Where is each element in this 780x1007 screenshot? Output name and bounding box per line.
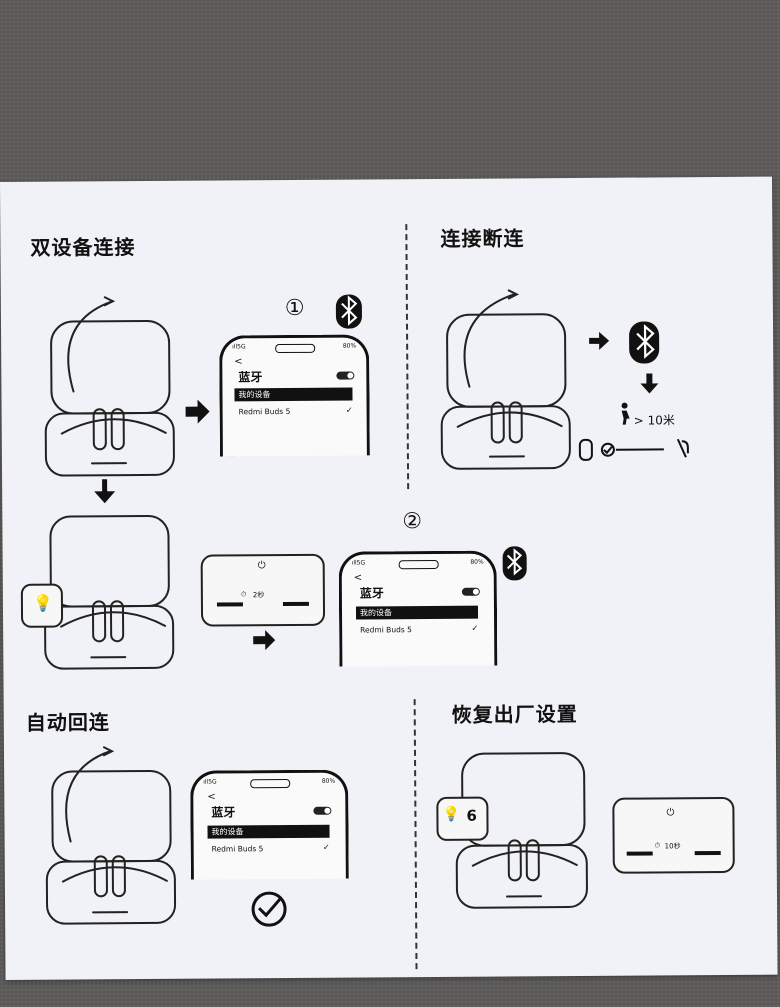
status-battery: 80% <box>470 558 484 566</box>
status-battery: 80% <box>342 342 357 350</box>
connected-check: ✓ <box>345 405 353 415</box>
timer-icon: ⏱ <box>240 590 247 599</box>
status-signal: ıll5G <box>351 559 366 567</box>
hold-bar-start <box>626 851 653 856</box>
led-count: 6 <box>466 806 477 825</box>
arrow-down-icon <box>94 479 116 504</box>
bluetooth-label: 蓝牙 <box>211 805 236 820</box>
my-devices-bar: 我的设备 <box>207 824 330 839</box>
status-signal: ıll5G <box>203 778 217 786</box>
hold-bar-start <box>216 602 243 607</box>
bluetooth-icon <box>502 546 527 581</box>
phone-screen-2: ıll5G 80% < 蓝牙 我的设备 Redmi Buds 5 ✓ <box>338 550 498 667</box>
device-name[interactable]: Redmi Buds 5 <box>211 844 264 854</box>
phone-notch <box>250 778 291 789</box>
connected-check: ✓ <box>471 623 479 633</box>
bluetooth-toggle[interactable] <box>461 587 480 596</box>
led-indicator-bubble: 💡 <box>20 583 64 628</box>
status-signal: ıll5G <box>232 343 246 351</box>
reset-instruction-bubble: ⏻ ⏱ 10秒 <box>612 796 735 874</box>
power-icon: ⏻ <box>257 560 266 572</box>
phone-screen-1: ıll5G 80% < 蓝牙 我的设备 Redmi Buds 5 ✓ <box>219 334 370 457</box>
arrow-right-icon <box>253 630 276 651</box>
manual-page: 双设备连接 连接断连 自动回连 恢复出厂设置 <box>0 176 778 980</box>
arrow-right-icon <box>185 399 210 424</box>
device-name[interactable]: Redmi Buds 5 <box>360 625 412 635</box>
arrow-right-icon <box>589 331 610 350</box>
bluetooth-label: 蓝牙 <box>359 586 384 601</box>
connected-check: ✓ <box>322 842 330 852</box>
hold-instruction-bubble: ⏻ ⏱ 2秒 <box>200 553 326 627</box>
hold-time-label: 2秒 <box>252 591 265 600</box>
phone-notch <box>275 343 316 354</box>
hold-time-label: 10秒 <box>664 842 681 851</box>
back-icon[interactable]: < <box>353 572 363 584</box>
bluetooth-toggle[interactable] <box>336 371 355 380</box>
timer-icon: ⏱ <box>654 841 661 850</box>
bluetooth-icon <box>335 294 362 329</box>
bluetooth-label: 蓝牙 <box>238 370 263 385</box>
hold-bar-end <box>694 850 721 856</box>
back-icon[interactable]: < <box>234 356 243 368</box>
hold-bar-end <box>282 601 309 607</box>
step-number-2: ② <box>402 509 423 535</box>
bluetooth-icon <box>629 321 660 364</box>
lightbulb-icon: 💡 <box>32 593 53 613</box>
step-number-1: ① <box>284 295 305 322</box>
my-devices-bar: 我的设备 <box>355 605 479 620</box>
phone-screen-3: ıll5G 80% < 蓝牙 我的设备 Redmi Buds 5 ✓ <box>190 769 349 880</box>
walking-person-icon <box>621 402 630 425</box>
status-battery: 80% <box>321 777 336 785</box>
device-name[interactable]: Redmi Buds 5 <box>238 406 291 417</box>
lightbulb-icon: 💡 <box>442 806 460 823</box>
my-devices-bar: 我的设备 <box>234 387 353 402</box>
check-circle-icon <box>251 891 287 927</box>
phone-notch <box>398 559 439 570</box>
distance-label: > 10米 <box>633 413 675 428</box>
led-count-bubble: 💡 6 <box>436 796 489 841</box>
bluetooth-toggle[interactable] <box>313 806 332 815</box>
power-icon: ⏻ <box>666 807 675 819</box>
back-icon[interactable]: < <box>207 791 216 803</box>
arrow-down-icon <box>640 373 659 394</box>
earbud-case-illustrations <box>44 289 689 927</box>
